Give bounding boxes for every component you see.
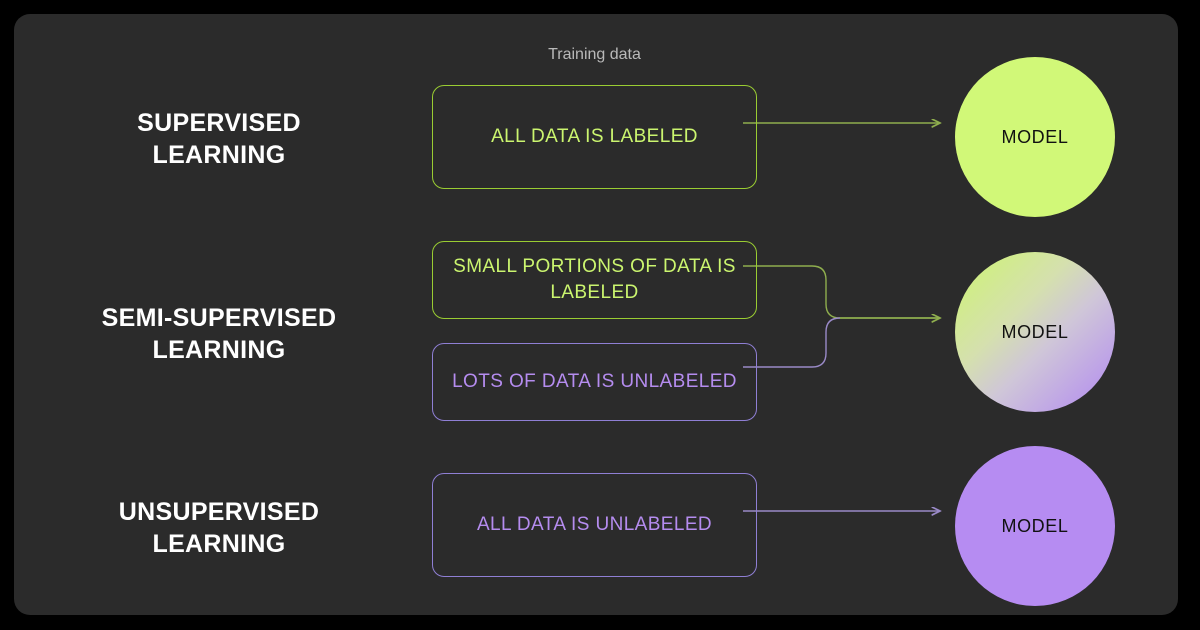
row-label-unsupervised-line2: LEARNING — [152, 530, 286, 558]
model-circle-semi-supervised-label: MODEL — [1001, 321, 1069, 342]
row-label-semi-supervised-line2: LEARNING — [152, 336, 286, 364]
data-box-all-unlabeled: ALL DATA IS UNLABELED — [432, 473, 757, 577]
connector-semi-unlabeled — [743, 317, 841, 368]
row-label-supervised-line1: SUPERVISED — [137, 109, 301, 137]
model-circle-unsupervised: MODEL — [955, 446, 1115, 606]
model-circle-supervised: MODEL — [955, 57, 1115, 217]
row-label-unsupervised: UNSUPERVISED LEARNING — [54, 496, 384, 560]
data-box-lots-unlabeled: LOTS OF DATA IS UNLABELED — [432, 343, 757, 421]
training-data-caption: Training data — [548, 46, 641, 63]
diagram-panel: Training data SUPERVISED LEARNING ALL DA… — [14, 14, 1178, 615]
row-label-unsupervised-line1: UNSUPERVISED — [118, 498, 320, 526]
row-label-supervised-line2: LEARNING — [152, 141, 286, 169]
row-label-supervised: SUPERVISED LEARNING — [54, 107, 384, 171]
model-circle-unsupervised-label: MODEL — [1001, 515, 1069, 536]
connector-semi-labeled — [743, 265, 940, 319]
row-label-semi-supervised-line1: SEMI-SUPERVISED — [101, 304, 337, 332]
row-label-semi-supervised: SEMI-SUPERVISED LEARNING — [54, 302, 384, 366]
model-circle-supervised-label: MODEL — [1001, 126, 1069, 147]
data-box-all-labeled: ALL DATA IS LABELED — [432, 85, 757, 189]
data-box-small-portions-labeled: SMALL PORTIONS OF DATA IS LABELED — [432, 241, 757, 319]
model-circle-semi-supervised: MODEL — [955, 252, 1115, 412]
